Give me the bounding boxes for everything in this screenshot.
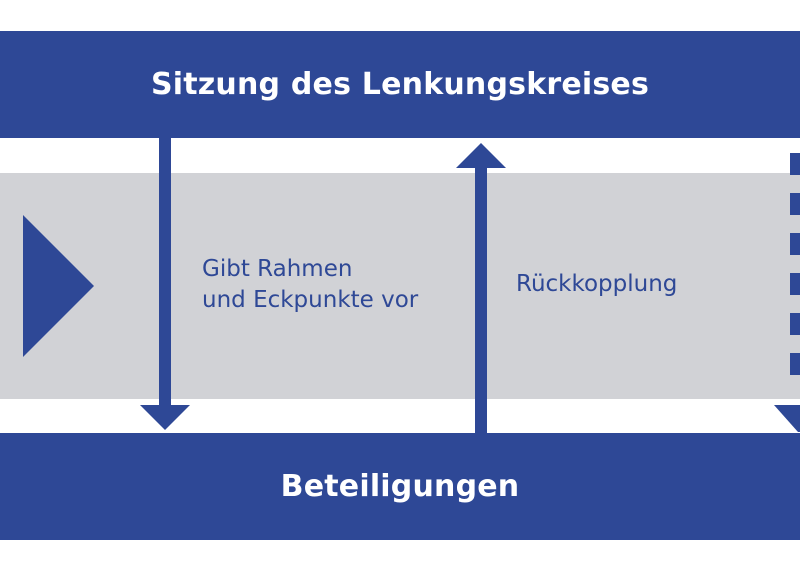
participations-band: Beteiligungen: [0, 433, 800, 540]
down-arrow-label-line1: Gibt Rahmen: [202, 256, 353, 282]
down-arrow-label-line2: und Eckpunkte vor: [202, 287, 419, 313]
play-triangle-icon: [23, 215, 94, 357]
feedback-label: Rückkopplung: [516, 271, 678, 297]
process-band: [0, 173, 800, 399]
steering-committee-title: Sitzung des Lenkungskreises: [150, 67, 650, 102]
participations-title: Beteiligungen: [280, 469, 520, 504]
steering-committee-band: Sitzung des Lenkungskreises: [0, 31, 800, 138]
arrow-up-icon: [456, 143, 506, 433]
arrow-down-icon: [140, 138, 190, 430]
dashed-arrow-down-icon: [774, 153, 800, 432]
